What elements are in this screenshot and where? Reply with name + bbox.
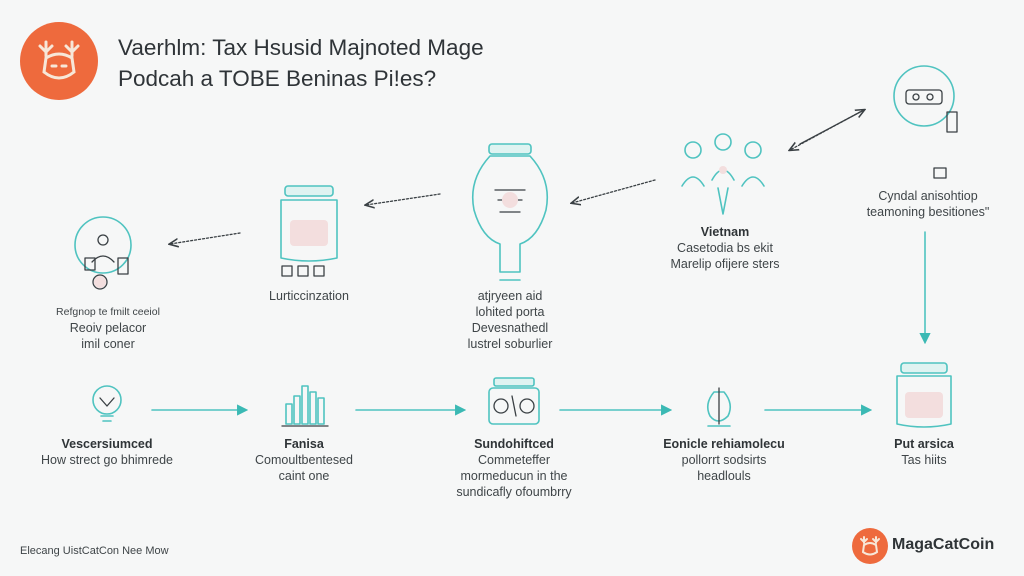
caption-line: Tas hiits xyxy=(901,453,947,467)
caption-line: pollorrt sodsirts xyxy=(681,453,767,467)
cat-antler-icon xyxy=(38,40,80,80)
caption-line: mormeducun in the xyxy=(460,469,568,483)
brand-logo xyxy=(20,22,98,100)
caption-title: Sundohiftced xyxy=(474,437,554,451)
caption-title: Put arsica xyxy=(894,437,954,451)
title-line-2: Podcah a TOBE Beninas Pi!es? xyxy=(118,66,437,91)
top-node-3-caption: atjryeen aid lohited porta Devesnathedl … xyxy=(440,288,580,352)
caption-line: Refgnop te fmilt ceeiol xyxy=(56,306,160,318)
top-node-2-caption: Lurticcinzation xyxy=(244,288,374,304)
caption-line: How strect go bhimrede xyxy=(40,453,173,467)
caption-line: headlouls xyxy=(697,469,751,483)
caption-line: teamoning besitiones" xyxy=(866,205,990,219)
top-node-1-caption: Refgnop te fmilt ceeiol Reoiv pelacor im… xyxy=(32,304,184,352)
caption-line: lohited porta xyxy=(475,305,545,319)
caption-title: Fanisa xyxy=(284,437,324,451)
caption-title: Vietnam xyxy=(700,225,750,239)
page-title: Vaerhlm: Tax Hsusid Majnoted Mage Podcah… xyxy=(118,32,484,94)
title-line-1: Vaerhlm: Tax Hsusid Majnoted Mage xyxy=(118,35,484,60)
caption-line: Marelip ofijere sters xyxy=(670,257,780,271)
bar-chart-icon xyxy=(281,385,329,427)
vase-icon xyxy=(706,387,732,427)
bottom-node-1-caption: Vescersiumced How strect go bhimrede xyxy=(32,436,182,468)
caption-line: Casetodia bs ekit xyxy=(677,241,773,255)
caption-line: Cyndal anisohtiop xyxy=(878,189,978,203)
caption-title: Eonicle rehiamolecu xyxy=(663,437,785,451)
caption-line: imil coner xyxy=(81,337,135,351)
jar-icon-final xyxy=(896,362,952,428)
people-group-icon xyxy=(681,133,765,215)
caption-title: Vescersiumced xyxy=(61,437,153,451)
flask-icon xyxy=(471,143,549,281)
brand-logo-small xyxy=(852,528,888,564)
caption-line: atjryeen aid xyxy=(477,289,543,303)
connected-devices-icon xyxy=(893,65,958,179)
top-node-4-caption: Vietnam Casetodia bs ekit Marelip ofijer… xyxy=(640,224,810,272)
caption-line: Commeteffer xyxy=(477,453,550,467)
jar-icon xyxy=(280,185,338,277)
caption-line: lustrel soburlier xyxy=(467,337,553,351)
bottom-node-4-caption: Eonicle rehiamolecu pollorrt sodsirts he… xyxy=(644,436,804,484)
lightbulb-icon xyxy=(92,385,122,422)
footer-text: Elecang UistCatCon Nee Mow xyxy=(20,545,169,557)
caption-line: sundicafly ofoumbrry xyxy=(456,485,572,499)
arrow-top-2 xyxy=(366,193,441,205)
brand-name: MagaCatCoin xyxy=(892,536,995,553)
cat-antler-icon xyxy=(860,536,880,556)
machine-icon xyxy=(488,377,540,425)
arrow-top-3 xyxy=(572,179,656,203)
top-node-5-caption: Cyndal anisohtiop teamoning besitiones" xyxy=(848,188,1008,220)
caption-line: Comoultbentesed xyxy=(255,453,353,467)
caption-line: Devesnathedl xyxy=(471,321,549,335)
bottom-node-2-caption: Fanisa Comoultbentesed caint one xyxy=(234,436,374,484)
arrow-top-1 xyxy=(170,232,241,244)
bottom-node-5-caption: Put arsica Tas hiits xyxy=(864,436,984,468)
bottom-node-3-caption: Sundohiftced Commeteffer mormeducun in t… xyxy=(434,436,594,500)
arrow-top-4b xyxy=(799,110,864,145)
caption-line: Lurticcinzation xyxy=(269,289,349,303)
device-person-icon xyxy=(74,216,132,290)
caption-line: caint one xyxy=(278,469,330,483)
caption-line: Reoiv pelacor xyxy=(69,321,147,335)
